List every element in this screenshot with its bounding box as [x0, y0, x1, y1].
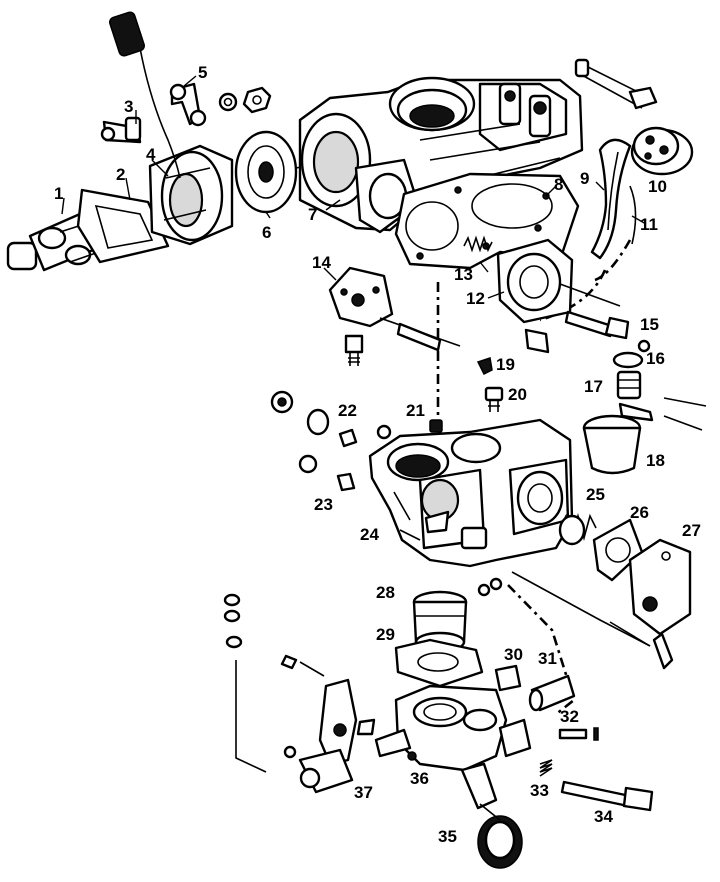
- callout-7: 7: [308, 205, 317, 224]
- screw-under-14: [344, 334, 364, 366]
- part-29-gasket: [394, 638, 484, 688]
- part-7-top-cover: [298, 76, 584, 234]
- callout-15: 15: [640, 315, 659, 334]
- callout-31: 31: [538, 649, 557, 668]
- callout-11: 11: [640, 215, 658, 234]
- part-17-valve: [616, 370, 642, 400]
- callout-28: 28: [376, 583, 395, 602]
- part-6-diaphragm: [234, 130, 327, 214]
- callout-32: 32: [560, 707, 579, 726]
- rod-wire: [477, 571, 651, 647]
- part-24-main-body: [368, 418, 574, 568]
- part-34-idle-screw: [560, 780, 654, 812]
- callout-14: 14: [312, 253, 331, 272]
- part-12-pulldown-housing: [496, 238, 621, 324]
- leader-lines: [61, 75, 647, 299]
- callout-36: 36: [410, 769, 429, 788]
- part-13-spring: [463, 235, 493, 253]
- callout-24: 24: [360, 525, 379, 544]
- callout-37: 37: [354, 783, 373, 802]
- callout-33: 33: [530, 781, 549, 800]
- callout-16: 16: [646, 349, 665, 368]
- part-27-cover: [628, 538, 692, 670]
- assembly-axis-line-lower: [507, 584, 576, 717]
- callout-4: 4: [146, 145, 156, 164]
- callout-12: 12: [466, 289, 485, 308]
- part-18-dust-boot: [582, 402, 654, 475]
- callout-35: 35: [438, 827, 457, 846]
- callout-21: 21: [406, 401, 425, 420]
- part-14-bracket: [328, 266, 461, 352]
- part-25-spring: [558, 512, 597, 546]
- callout-30: 30: [504, 645, 523, 664]
- callout-8: 8: [554, 175, 563, 194]
- part-3-lever: [100, 116, 142, 144]
- part-16-oring: [612, 339, 651, 369]
- part-19-20-screws: [476, 357, 504, 412]
- part-15-needle-screw: [524, 310, 630, 354]
- part-35-cutoff-valve: [460, 762, 523, 869]
- callout-19: 19: [496, 355, 515, 374]
- callout-34: 34: [594, 807, 613, 826]
- callout-5: 5: [198, 63, 207, 82]
- callout-1: 1: [54, 184, 63, 203]
- part-4-choke-housing: [148, 144, 234, 246]
- callout-23: 23: [314, 495, 333, 514]
- callout-13: 13: [454, 265, 473, 284]
- callout-26: 26: [630, 503, 649, 522]
- callout-18: 18: [646, 451, 665, 470]
- callout-labels: 1 2 3 4 5 6 7 8 9 10 11 12 13 14 15 16 1…: [54, 63, 701, 846]
- callout-2: 2: [116, 165, 125, 184]
- part-32-screw: [558, 727, 599, 741]
- part-5-bracket-washer-nut: [169, 82, 272, 127]
- choke-cable: [109, 11, 181, 179]
- part-10-choke-vacuum-unit: [574, 58, 694, 176]
- callout-6: 6: [262, 223, 271, 242]
- part-9-11-hoses: [590, 138, 637, 260]
- callout-10: 10: [648, 177, 667, 196]
- part-30-31-parts: [494, 664, 576, 712]
- part-2-gasket: [76, 188, 170, 264]
- linkage-rod-left: [223, 593, 376, 773]
- callout-25: 25: [586, 485, 605, 504]
- callout-29: 29: [376, 625, 395, 644]
- callout-22: 22: [338, 401, 357, 420]
- clip-pins-right: [663, 397, 707, 431]
- part-36-throttle-body: [374, 684, 532, 772]
- callout-17: 17: [584, 377, 603, 396]
- part-37-throttle-lever: [298, 678, 358, 794]
- callout-9: 9: [580, 169, 589, 188]
- part-26-diaphragm: [592, 518, 644, 582]
- part-33-spring: [539, 759, 553, 777]
- callout-3: 3: [124, 97, 133, 116]
- callout-27: 27: [682, 521, 701, 540]
- small-plugs-left: [270, 390, 392, 474]
- part-21-plug: [429, 419, 443, 433]
- hose-dash-11: [594, 239, 632, 282]
- part-22-23-screws: [336, 428, 358, 492]
- callout-20: 20: [508, 385, 527, 404]
